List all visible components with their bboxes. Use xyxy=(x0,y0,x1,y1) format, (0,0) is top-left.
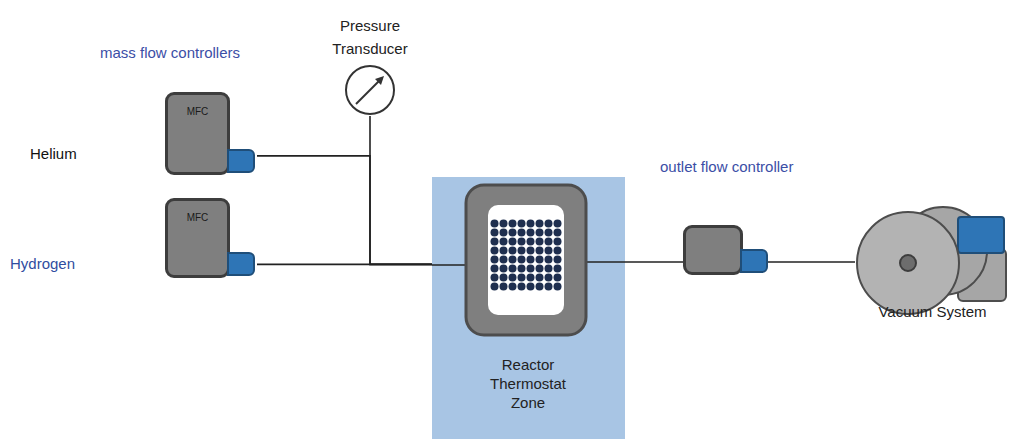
controller-body xyxy=(683,225,743,275)
pressure-gauge: Pressure Transducer xyxy=(344,64,396,116)
controller-tab xyxy=(227,149,255,173)
outlet-controller: outlet flow controller xyxy=(683,225,768,275)
gas-line xyxy=(370,116,432,264)
controller-body xyxy=(165,198,230,278)
controller-body xyxy=(165,92,230,175)
device-heading: Pressure Transducer xyxy=(310,14,430,60)
group-label: mass flow controllers xyxy=(100,44,240,61)
gauge-symbol xyxy=(344,64,396,116)
gas-line xyxy=(625,261,683,263)
controller-tab xyxy=(740,249,768,273)
device-heading: Vacuum System xyxy=(855,303,1010,320)
controller-tab xyxy=(227,252,255,276)
gas-line xyxy=(257,156,432,264)
vacuum-pump: Vacuum System xyxy=(855,205,1010,327)
device-label: MFC xyxy=(165,106,230,117)
mass-flow-controller: MFC xyxy=(165,198,257,278)
pump-illustration xyxy=(855,205,1010,317)
gas-label: Helium xyxy=(30,145,77,162)
device-label: MFC xyxy=(165,212,230,223)
zone-label: Reactor Thermostat Zone xyxy=(478,355,578,412)
mass-flow-controller: MFC xyxy=(165,92,257,175)
thermostat-zone: Reactor Thermostat Zone xyxy=(432,177,625,439)
device-heading: outlet flow controller xyxy=(660,158,793,175)
gas-line xyxy=(768,261,855,263)
gas-label: Hydrogen xyxy=(10,255,75,272)
